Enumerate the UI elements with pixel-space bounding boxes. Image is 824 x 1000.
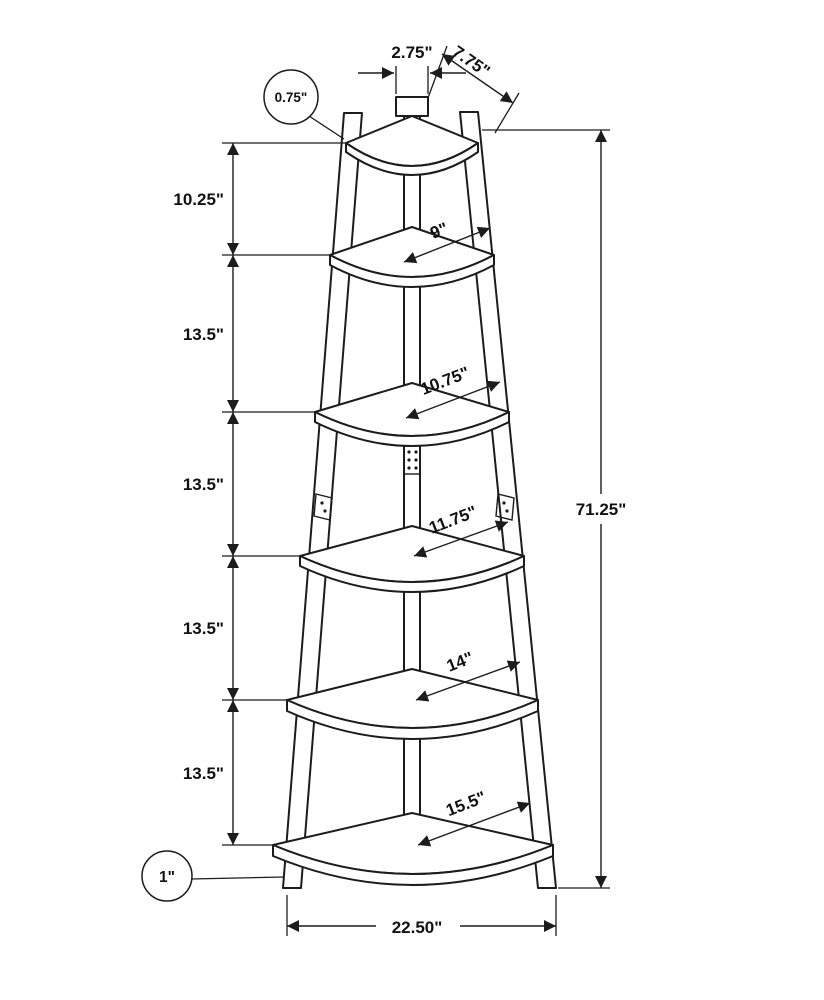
- label-shelf-depth-4: 14": [444, 648, 476, 675]
- frame-thickness-callout: 0.75": [263, 69, 345, 140]
- shelf-depth-1-arrow: [403, 226, 491, 264]
- shelf-depth-4-arrow: [415, 660, 521, 702]
- leg-thickness-circle: [141, 850, 193, 902]
- label-top-shelf-spacing: 10.25": [173, 190, 224, 209]
- label-frame-thickness: 0.75": [275, 90, 308, 105]
- center-post: [403, 107, 421, 867]
- shelf-depth-5-arrow: [417, 801, 531, 847]
- label-shelf-spacing-2: 13.5": [183, 325, 224, 344]
- label-top-width: 2.75": [391, 43, 432, 62]
- shelf-depth-2-arrow: [405, 380, 501, 420]
- left-dimension-chain: 10.25" 13.5" 13.5" 13.5" 13.5": [173, 142, 346, 846]
- label-shelf-depth-1: 9": [427, 219, 450, 243]
- left-bracket: [313, 493, 333, 521]
- top-cap: [395, 96, 429, 117]
- shelf-6: [272, 812, 554, 886]
- label-overall-height: 71.25": [576, 500, 627, 519]
- frame-thickness-circle: [263, 69, 319, 125]
- label-shelf-spacing-4: 13.5": [183, 619, 224, 638]
- left-leg: [282, 112, 363, 889]
- label-shelf-spacing-3: 13.5": [183, 475, 224, 494]
- shelf-unit: [272, 96, 557, 889]
- shelf-1: [345, 115, 479, 176]
- label-shelf-spacing-5: 13.5": [183, 764, 224, 783]
- label-shelf-depth-5: 15.5": [443, 788, 488, 820]
- label-base-width: 22.50": [392, 918, 443, 937]
- top-depth-dimension-line: [441, 53, 514, 104]
- shelf-4: [299, 525, 525, 593]
- label-top-depth: 7.75": [449, 42, 494, 81]
- shelf-3: [314, 382, 510, 447]
- top-width-dimension: 2.75": [358, 43, 466, 94]
- label-shelf-depth-3: 11.75": [426, 502, 479, 538]
- right-bracket: [495, 493, 515, 521]
- leg-thickness-callout: 1": [141, 850, 285, 902]
- right-leg: [459, 111, 557, 889]
- shelf-depth-3-arrow: [413, 520, 509, 558]
- height-dimension: 71.25": [482, 129, 627, 889]
- base-width-dimension: 22.50": [286, 895, 557, 937]
- shelf-5: [286, 668, 539, 740]
- label-leg-thickness: 1": [159, 869, 175, 886]
